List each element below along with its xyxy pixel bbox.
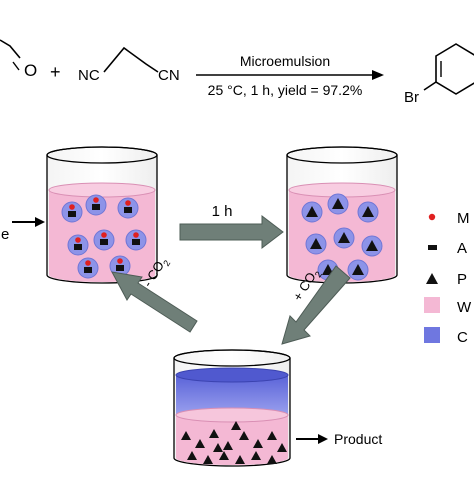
product-crystal [231,421,241,430]
micelle-with-product [327,193,349,215]
product-crystal [251,451,261,460]
legend-item-2: A [457,240,467,257]
legend-item-5: C [457,329,468,346]
product-crystal [267,431,277,440]
micelle-with-product [305,233,327,255]
reaction-arrow-head [372,70,384,80]
legend-black-rect-icon [428,245,437,250]
product-crystal [187,451,197,460]
aldehyde-oxygen: O [24,61,37,80]
malononitrile-backbone [103,46,159,73]
legend-pink-square-icon [424,297,440,313]
product-crystal [181,431,191,440]
legend-red-dot-icon [428,213,436,221]
product-bromine: Br [404,89,419,106]
malononitrile-cn: CN [158,67,180,84]
product-crystal [223,441,233,450]
micelle-with-product [357,201,379,223]
plus-sign: + [50,62,61,82]
step-arrow: 1 h [179,203,284,250]
product-crystal [239,431,249,440]
legend-item-4: W [457,299,472,316]
step-time-label: 1 h [212,203,233,220]
condition-top: Microemulsion [240,53,330,69]
oil-phase [176,375,288,415]
product-crystal [213,443,223,452]
micelle-with-product [301,201,323,223]
left-partial-label: e [1,226,9,243]
water-phase-bottom [176,415,288,465]
legend-item-3: P [457,271,467,288]
micelle-with-reagents [61,201,83,223]
product-crystal [253,439,263,448]
legend: M A P W C [424,210,472,346]
micelle-with-reagents [125,229,147,251]
product-arrow-head [318,434,328,444]
micelle-with-reagents [117,197,139,219]
micelle-with-reagents [109,255,131,277]
micelle-with-product [333,227,355,249]
micelle-with-product [361,235,383,257]
co2-addition-arrow: + CO2 [281,265,351,345]
product-br-bond [423,81,437,91]
micelle-with-reagents [67,234,89,256]
aldehyde-double-bond [12,61,20,71]
legend-black-triangle-icon [426,273,438,284]
legend-blue-square-icon [424,327,440,343]
product-crystal [209,429,219,438]
product-label: Product [334,431,382,447]
micelle-with-reagents [93,229,115,251]
product-crystal [195,439,205,448]
micelle-with-reagents [77,257,99,279]
micelle-with-product [347,259,369,281]
product-crystal [203,455,213,464]
micelle-with-reagents [85,194,107,216]
product-crystals [181,421,287,464]
droplets-start [61,194,147,279]
product-benzene-ring [435,43,474,95]
beaker-separated [173,349,291,467]
aldehyde-fragment [0,39,21,59]
malononitrile-nc: NC [78,67,100,84]
feed-arrow-head [35,217,45,227]
condition-bottom: 25 °C, 1 h, yield = 97.2% [208,82,363,98]
product-crystal [219,451,229,460]
product-crystal [277,443,287,452]
product-crystal [267,455,277,464]
legend-item-1: M [457,210,470,227]
product-crystal [235,455,245,464]
reaction-scheme: O + NC CN Microemulsion 25 °C, 1 h, yiel… [0,39,474,106]
